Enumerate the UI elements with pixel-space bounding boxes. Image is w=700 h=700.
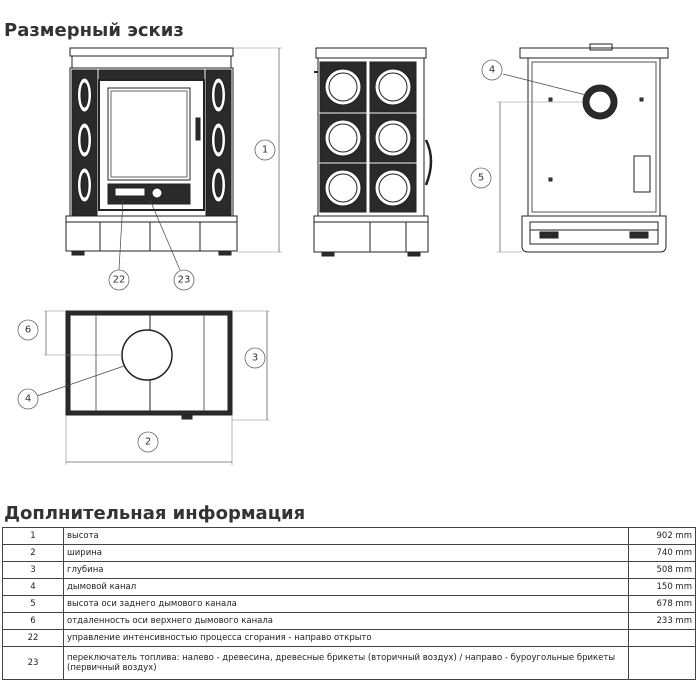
row-value [628,646,696,680]
row-number: 3 [2,561,64,579]
table-row: 5 высота оси заднего дымового канала 678… [2,595,696,613]
row-number: 6 [2,612,64,630]
row-description: ширина [63,544,629,562]
callout-6: 6 [25,325,31,336]
callout-5: 5 [478,173,484,184]
info-table: 1 высота 902 mm 2 ширина 740 mm 3 глубин… [2,527,696,680]
page-title: Размерный эскиз [4,20,184,41]
row-value: 233 mm [628,612,696,630]
row-value: 740 mm [628,544,696,562]
table-row: 4 дымовой канал 150 mm [2,578,696,596]
row-description: глубина [63,561,629,579]
row-number: 1 [2,527,64,545]
row-description: высота [63,527,629,545]
callout-2: 2 [145,437,151,448]
top-view [44,310,270,465]
table-row: 22 управление интенсивностью процесса сг… [2,629,696,647]
callout-3: 3 [252,353,258,364]
callout-4-rear: 4 [489,65,495,76]
row-number: 23 [2,646,64,680]
row-description: дымовой канал [63,578,629,596]
row-value [628,629,696,647]
row-value: 902 mm [628,527,696,545]
table-row: 23 переключатель топлива: налево - древе… [2,646,696,680]
row-number: 2 [2,544,64,562]
row-value: 678 mm [628,595,696,613]
callout-22: 22 [113,275,126,286]
callout-1: 1 [262,145,268,156]
callout-4-top: 4 [25,394,31,405]
front-view [65,47,282,256]
row-value: 508 mm [628,561,696,579]
row-number: 4 [2,578,64,596]
row-description: отдаленность оси верхнего дымового канал… [63,612,629,630]
side-view [313,47,433,257]
row-value: 150 mm [628,578,696,596]
row-description: переключатель топлива: налево - древесин… [63,646,629,680]
row-number: 22 [2,629,64,647]
row-description: управление интенсивностью процесса сгора… [63,629,629,647]
rear-view [497,43,669,253]
row-number: 5 [2,595,64,613]
row-description: высота оси заднего дымового канала [63,595,629,613]
table-row: 1 высота 902 mm [2,527,696,545]
info-section-title: Доплнительная информация [4,503,306,524]
table-row: 2 ширина 740 mm [2,544,696,562]
table-row: 6 отдаленность оси верхнего дымового кан… [2,612,696,630]
stove-dimension-sketch: 1 22 23 4 5 6 3 4 2 [17,43,669,465]
table-row: 3 глубина 508 mm [2,561,696,579]
callout-23: 23 [178,275,191,286]
